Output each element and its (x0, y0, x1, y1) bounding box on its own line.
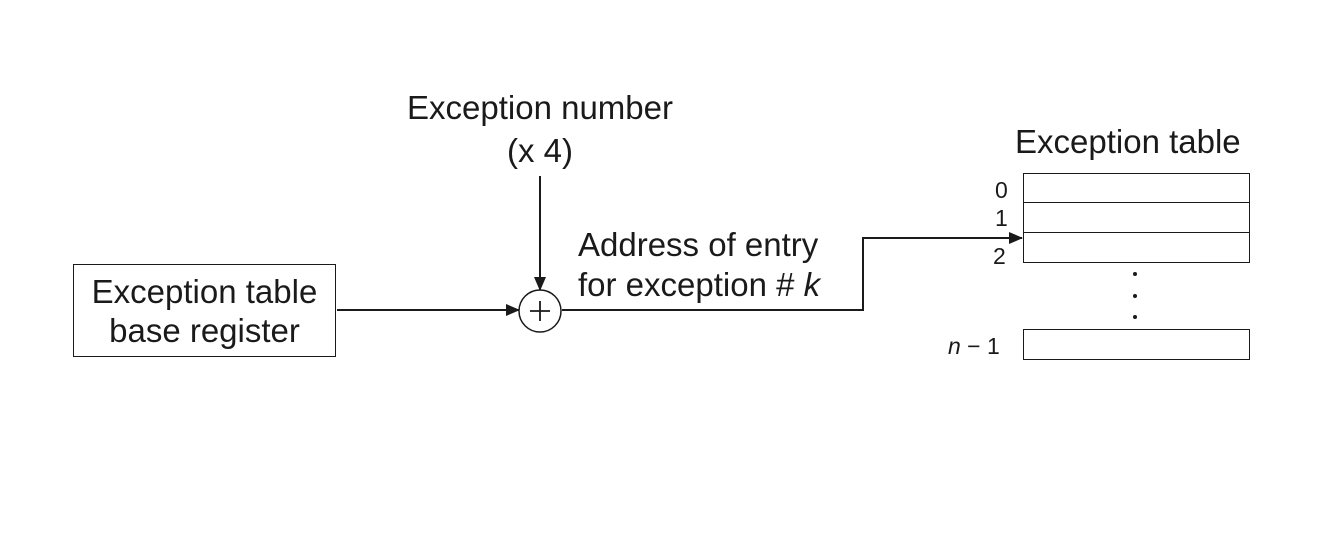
exception-number-label: Exception number (x 4) (380, 88, 700, 171)
plus-icon (530, 301, 550, 321)
table-row-1 (1023, 202, 1250, 233)
arrow-adder-to-entry (562, 232, 1023, 311)
address-line1: Address of entry (578, 226, 819, 263)
address-variable-k: k (803, 266, 821, 303)
exception-table-title: Exception table (1015, 123, 1241, 160)
row-index-1: 1 (995, 205, 1008, 231)
base-register-line2: base register (109, 311, 300, 349)
ellipsis-dots-icon (1133, 272, 1137, 319)
row-index-0: 0 (995, 177, 1008, 203)
address-line2-prefix: for exception # (578, 266, 804, 303)
address-label: Address of entry for exception # k (578, 225, 820, 305)
base-register-box: Exception table base register (73, 264, 336, 357)
base-register-line1: Exception table (91, 272, 318, 310)
exception-number-line1: Exception number (407, 89, 673, 126)
exception-number-line2: (x 4) (507, 132, 573, 169)
address-line2: for exception # k (578, 265, 820, 305)
table-row-0 (1023, 173, 1250, 204)
table-row-2 (1023, 232, 1250, 263)
row-index-2: 2 (993, 243, 1006, 269)
row-index-last: n − 1 (948, 333, 1000, 359)
table-ellipsis: ⋮ (1128, 266, 1142, 324)
last-index-suffix: − 1 (960, 333, 1000, 359)
table-row-last (1023, 329, 1250, 360)
last-index-var: n (948, 333, 961, 359)
